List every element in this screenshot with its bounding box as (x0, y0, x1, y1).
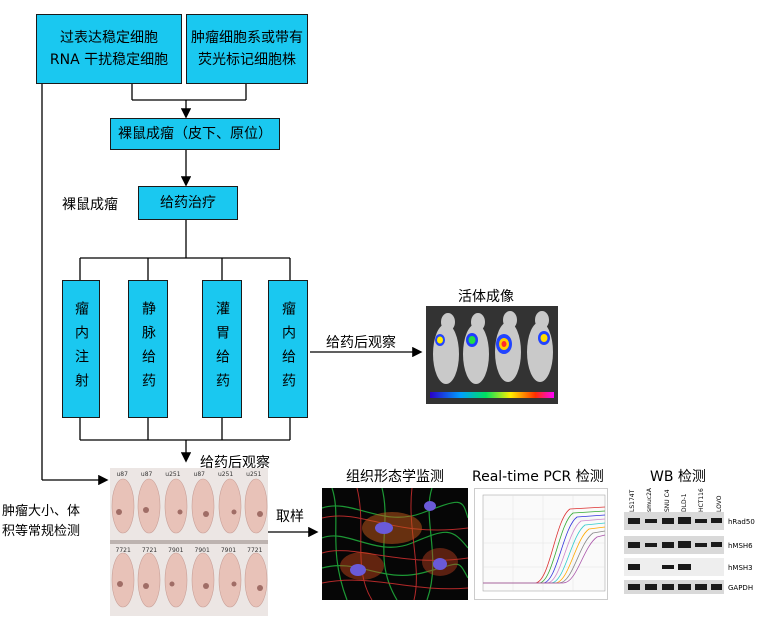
box-stable-cells-line1: 过表达稳定细胞 (60, 30, 158, 46)
mouse-label: u251 (217, 471, 234, 478)
mouse-label: u87 (116, 471, 128, 478)
wb-lane-label: LOVO (715, 495, 723, 512)
histology-image (322, 488, 468, 600)
box-drug-treatment: 给药治疗 (138, 186, 238, 220)
wb-lane-labels: LS174T smuc2A SNU C4 DLD-1 HCT116 LOVO (624, 484, 728, 512)
label-wb: WB 检测 (650, 469, 706, 485)
route-box-2: 静脉给药 (128, 280, 168, 418)
box-stable-cells-line2: RNA 干扰稳定细胞 (49, 52, 169, 68)
wb-blot-svg (624, 512, 724, 594)
box-tumor-cell-lines-line2: 荧光标记细胞株 (198, 52, 296, 68)
label-live-imaging: 活体成像 (458, 289, 514, 305)
wb-band-label: hMSH6 (728, 542, 753, 550)
route-box-3-text: 灌胃给药 (214, 301, 230, 397)
mouse-label: 7721 (115, 547, 131, 554)
wb-band-label: GAPDH (728, 584, 754, 592)
route-box-2-text: 静脉给药 (140, 301, 156, 397)
label-observe-right: 给药后观察 (326, 335, 396, 351)
mouse-label: 7901 (194, 547, 210, 554)
mouse-label: 7721 (141, 547, 158, 554)
live-imaging-image (426, 306, 558, 404)
mouse-label: u87 (193, 471, 205, 478)
mouse-label: 7901 (168, 547, 184, 554)
label-histology: 组织形态学监测 (346, 469, 444, 485)
box-drug-treatment-text: 给药治疗 (160, 195, 216, 211)
route-box-1-text: 瘤内注射 (73, 301, 89, 397)
pcr-svg (482, 494, 606, 592)
box-tumor-cell-lines: 肿瘤细胞系或带有 荧光标记细胞株 (186, 14, 308, 84)
route-box-4-text: 瘤内给药 (280, 301, 296, 397)
mice-bottom-labels: 7721 7721 7901 7901 7901 7721 (110, 547, 268, 554)
wb-lane-label: smuc2A (646, 488, 654, 512)
box-tumor-cell-lines-line1: 肿瘤细胞系或带有 (191, 30, 303, 46)
mouse-label: u251 (246, 471, 262, 478)
mice-photo-svg (110, 468, 268, 616)
route-box-4: 瘤内给药 (268, 280, 308, 418)
mice-top-labels: u87 u87 u251 u87 u251 u251 (110, 471, 268, 478)
mouse-label: u87 (140, 471, 153, 478)
wb-panel: LS174T smuc2A SNU C4 DLD-1 HCT116 LOVO (622, 484, 760, 596)
label-tumor-monitor-line1: 肿瘤大小、体 (2, 504, 81, 519)
label-sampling: 取样 (276, 509, 304, 525)
mice-photo: u87 u87 u251 u87 u251 u251 7721 7721 790… (110, 468, 268, 616)
wb-lane-label: HCT116 (698, 488, 706, 512)
wb-lane-label: SNU C4 (663, 489, 671, 512)
mouse-label: 7901 (220, 547, 237, 554)
label-tumor-monitor-line2: 积等常规检测 (2, 524, 81, 539)
wb-band-label: hRad50 (728, 518, 755, 526)
side-label-nude-mouse: 裸鼠成瘤 (62, 197, 118, 213)
label-pcr: Real-time PCR 检测 (472, 469, 604, 485)
route-box-3: 灌胃给药 (202, 280, 242, 418)
pcr-chart (474, 488, 608, 600)
box-nude-mouse-tumor: 裸鼠成瘤（皮下、原位） (110, 118, 280, 150)
box-nude-mouse-tumor-text: 裸鼠成瘤（皮下、原位） (118, 126, 272, 142)
wb-lane-label: LS174T (629, 489, 637, 512)
mouse-label: u251 (165, 471, 181, 478)
mouse-label: 7721 (247, 547, 263, 554)
label-observe-below: 给药后观察 (200, 455, 270, 471)
route-box-1: 瘤内注射 (62, 280, 100, 418)
wb-band-label: hMSH3 (728, 564, 753, 572)
histology-svg (322, 488, 468, 600)
live-imaging-svg (426, 306, 558, 404)
label-tumor-monitor: 肿瘤大小、体 积等常规检测 (2, 502, 106, 542)
box-stable-cells: 过表达稳定细胞 RNA 干扰稳定细胞 (36, 14, 182, 84)
wb-lane-label: DLD-1 (681, 493, 689, 512)
